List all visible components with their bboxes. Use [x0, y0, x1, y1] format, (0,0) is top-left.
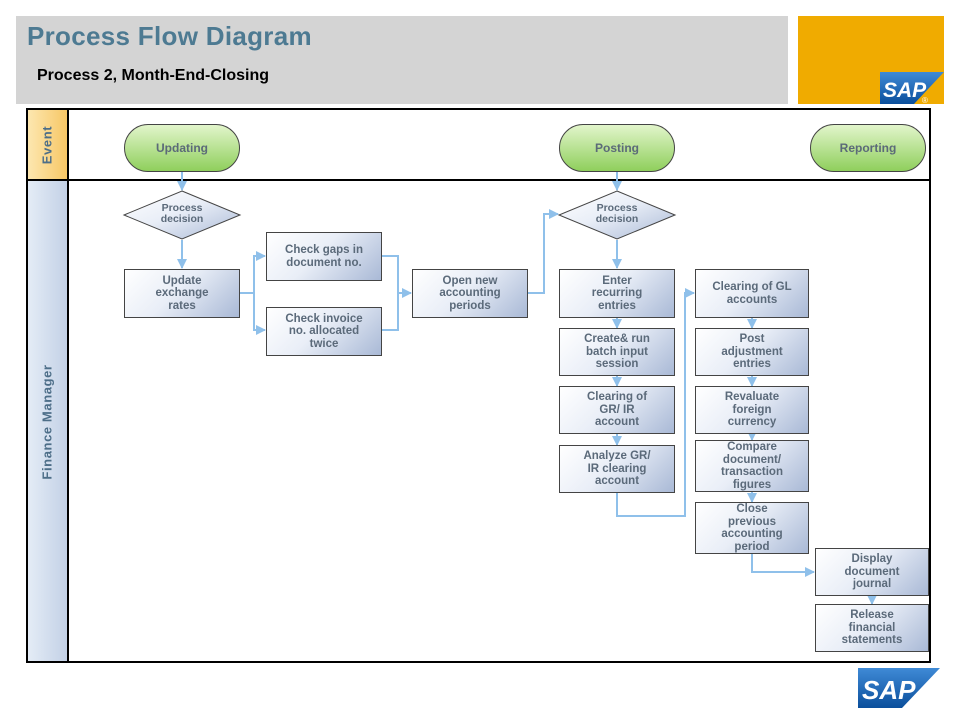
- connector-rates-check-invoice: [253, 293, 266, 335]
- page-subtitle: Process 2, Month-End-Closing: [37, 67, 270, 84]
- sap-logo-bottom-text: SAP: [862, 675, 916, 705]
- sap-logo-top-text: SAP: [883, 79, 927, 102]
- step-check-gaps: Check gaps in document no.: [266, 232, 382, 281]
- step-revaluate-fx: Revaluate foreign currency: [695, 386, 809, 434]
- header-band: [16, 16, 788, 104]
- step-close-period: Close previous accounting period: [695, 502, 809, 554]
- step-post-adjustment: Post adjustment entries: [695, 328, 809, 376]
- step-create-batch: Create& run batch input session: [559, 328, 675, 376]
- lane-separator: [26, 179, 931, 181]
- connector-open-decision: [528, 209, 559, 294]
- connector-analyze-clearing-gl: [616, 288, 695, 517]
- page-title: Process Flow Diagram: [27, 21, 312, 51]
- event-updating: Updating: [124, 124, 240, 172]
- lane-label-divider: [67, 110, 69, 661]
- decision-label-2: Process decision: [595, 202, 639, 225]
- step-enter-recurring: Enter recurring entries: [559, 269, 675, 318]
- decision-diamond-2: [557, 190, 677, 240]
- event-reporting: Reporting: [810, 124, 926, 172]
- decision-diamond-1: [122, 190, 242, 240]
- step-clearing-grir: Clearing of GR/ IR account: [559, 386, 675, 434]
- step-release-statements: Release financial statements: [815, 604, 929, 652]
- lane-finance-header: [28, 181, 67, 661]
- connector-check-invoice-open: [382, 293, 399, 331]
- step-compare-docs: Compare document/ transaction figures: [695, 440, 809, 492]
- connector-close-display: [751, 554, 815, 577]
- step-open-periods: Open new accounting periods: [412, 269, 528, 318]
- connector-rates-check-gaps: [240, 251, 266, 294]
- sap-logo-top: SAP ®: [880, 72, 944, 104]
- decision-label-1: Process decision: [160, 202, 204, 225]
- sap-logo-bottom-mark: ®: [914, 698, 921, 708]
- event-posting: Posting: [559, 124, 675, 172]
- step-update-exchange-rates: Update exchange rates: [124, 269, 240, 318]
- connector-check-gaps-open: [382, 255, 412, 298]
- step-clearing-gl: Clearing of GL accounts: [695, 269, 809, 318]
- step-display-journal: Display document journal: [815, 548, 929, 596]
- lane-event-header: [28, 110, 67, 179]
- step-analyze-grir: Analyze GR/ IR clearing account: [559, 445, 675, 493]
- diagram-frame: [26, 108, 931, 663]
- step-check-invoice: Check invoice no. allocated twice: [266, 307, 382, 356]
- sap-logo-bottom: SAP ®: [858, 668, 940, 708]
- sap-logo-top-mark: ®: [922, 96, 928, 104]
